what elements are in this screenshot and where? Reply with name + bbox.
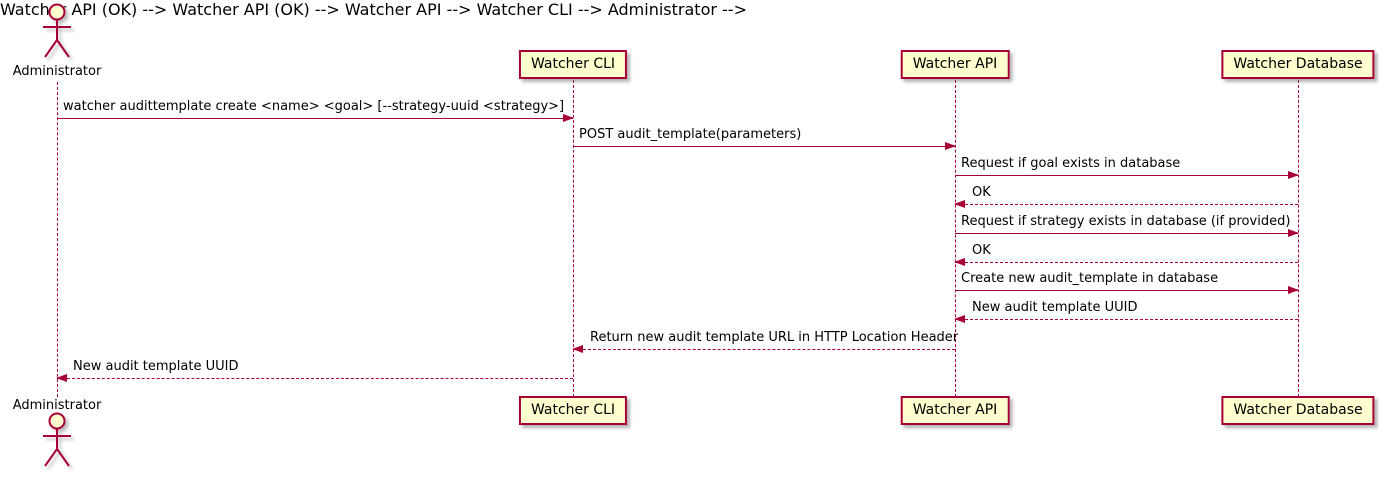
participant-watcher-api-bottom: Watcher API bbox=[900, 396, 1010, 425]
message-arrow bbox=[954, 315, 1298, 323]
message-arrow bbox=[955, 229, 1299, 237]
lifeline-watcher-database bbox=[1298, 80, 1299, 397]
message-label: watcher audittemplate create <name> <goa… bbox=[63, 99, 565, 114]
message-arrow bbox=[573, 142, 956, 150]
participant-watcher-cli-bottom: Watcher CLI bbox=[518, 396, 628, 425]
lifeline-watcher-cli bbox=[573, 80, 574, 397]
actor-administrator-icon bbox=[43, 3, 71, 58]
message-label: POST audit_template(parameters) bbox=[579, 127, 802, 142]
message-label: Return new audit template URL in HTTP Lo… bbox=[590, 330, 959, 345]
message-arrow bbox=[56, 374, 573, 382]
lifeline-administrator bbox=[57, 82, 58, 397]
participant-watcher-database-bottom: Watcher Database bbox=[1221, 396, 1375, 425]
participant-watcher-cli-top: Watcher CLI bbox=[518, 50, 628, 79]
actor-label-administrator-top: Administrator bbox=[12, 64, 102, 79]
participant-watcher-api-top: Watcher API bbox=[900, 50, 1010, 79]
actor-label-administrator-bottom: Administrator bbox=[12, 398, 102, 413]
message-arrow bbox=[954, 200, 1298, 208]
message-arrow bbox=[572, 345, 955, 353]
participant-watcher-database-top: Watcher Database bbox=[1221, 50, 1375, 79]
message-arrow bbox=[955, 286, 1299, 294]
actor-administrator-bottom-icon bbox=[43, 412, 71, 467]
message-label: OK bbox=[972, 243, 991, 258]
message-label: OK bbox=[972, 185, 991, 200]
message-label: New audit template UUID bbox=[972, 300, 1138, 315]
message-label: Request if goal exists in database bbox=[961, 156, 1181, 171]
message-label: Create new audit_template in database bbox=[961, 271, 1219, 286]
message-label: New audit template UUID bbox=[73, 359, 239, 374]
message-label: Request if strategy exists in database (… bbox=[961, 214, 1291, 229]
message-arrow bbox=[954, 258, 1298, 266]
lifeline-watcher-api bbox=[955, 80, 956, 397]
message-arrow bbox=[955, 171, 1299, 179]
message-arrow bbox=[57, 114, 574, 122]
